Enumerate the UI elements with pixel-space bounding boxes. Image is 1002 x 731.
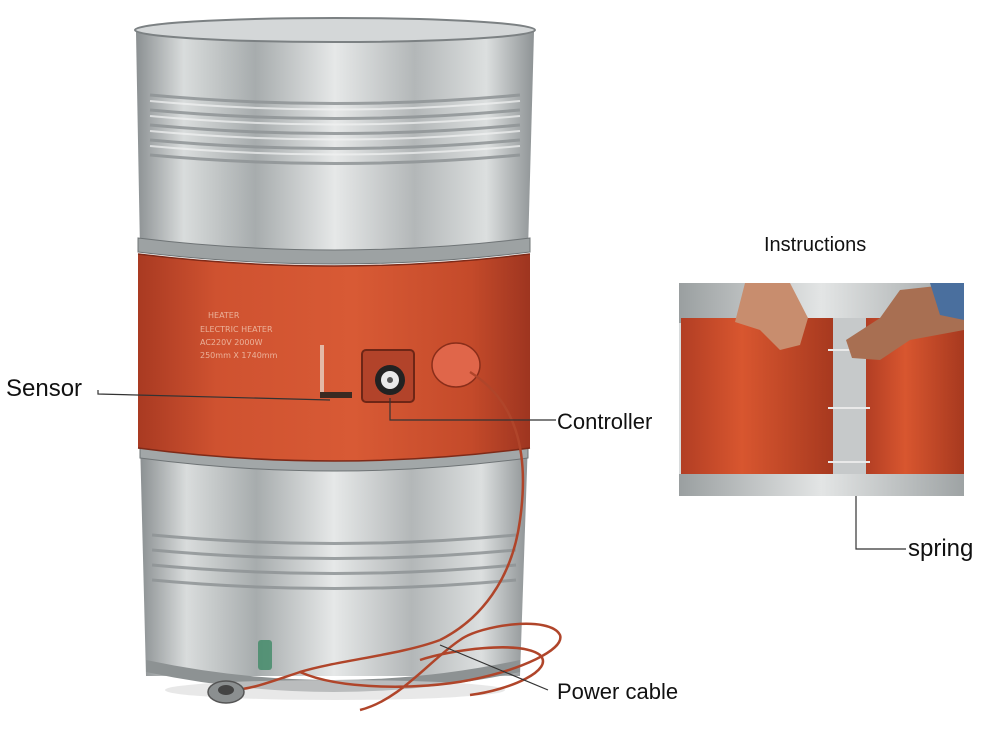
plate-brand: HEATER [208,311,240,320]
left-hand [735,283,808,350]
callout-lines [97,390,906,691]
controller-leader [389,398,556,421]
sleeve [930,283,964,320]
spring-leader [855,478,906,550]
plate-line-3: 250mm X 1740mm [200,351,278,360]
plate-line-1: ELECTRIC HEATER [200,325,273,334]
power-cable-leader [439,644,549,691]
controller-label: Controller [557,409,653,434]
plate-line-2: AC220V 2000W [200,338,263,347]
sensor-probe [320,392,352,398]
sensor-leader [97,390,331,401]
spring-label: spring [908,535,974,562]
power-cable [229,370,562,712]
power-cable-label: Power cable [557,679,679,704]
sensor-label: Sensor [6,375,83,402]
right-hand [846,283,964,360]
instructions-inset [679,283,964,496]
instructions-label: Instructions [764,234,867,256]
controller-dial [361,349,415,403]
plug [207,680,245,704]
heater-band: HEATER ELECTRIC HEATER AC220V 2000W 250m… [137,253,531,462]
